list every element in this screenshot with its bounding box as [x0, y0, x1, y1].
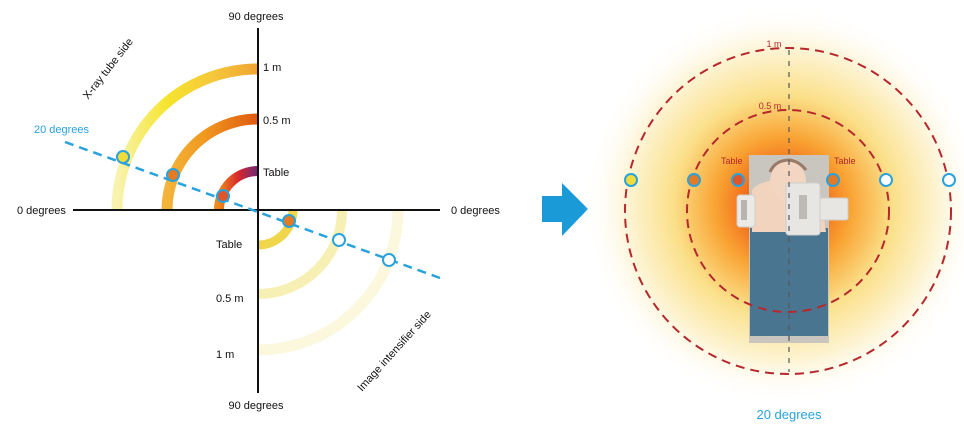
- patient-hair: [768, 158, 808, 173]
- marker-left-table: [731, 173, 745, 187]
- arc-1m-upper: [111, 63, 259, 211]
- label-upper-1m: 1 m: [263, 62, 281, 74]
- arrow-right-icon: [542, 183, 588, 236]
- arc-05m-lower: [257, 209, 347, 299]
- label-table-right: Table: [834, 156, 856, 166]
- xray-tube-detail: [741, 200, 747, 220]
- marker-right-1m: [942, 173, 956, 187]
- label-ring-1m: 1 m: [766, 39, 781, 49]
- ii-arm: [819, 197, 849, 221]
- label-bottom-angle: 90 degrees: [228, 400, 284, 412]
- ring-05m: [686, 109, 890, 313]
- marker-tube-table: [216, 189, 230, 203]
- ii-panel: [799, 195, 807, 219]
- marker-left-05m: [687, 173, 701, 187]
- caption-20-degrees: 20 degrees: [756, 407, 822, 422]
- marker-tube-05m: [166, 168, 180, 182]
- label-tube-side: X-ray tube side: [81, 36, 136, 102]
- label-right-angle: 0 degrees: [451, 205, 500, 217]
- marker-ii-table: [282, 214, 296, 228]
- marker-ii-1m: [382, 253, 396, 267]
- marker-left-1m: [624, 173, 638, 187]
- label-ring-05m: 0.5 m: [759, 101, 782, 111]
- arc-table-upper: [214, 166, 259, 211]
- arc-05m-upper: [161, 113, 259, 211]
- label-lower-1m: 1 m: [216, 349, 234, 361]
- right-diagram: 1 m 0.5 m Table Table 20 degrees: [583, 5, 964, 422]
- marker-right-05m: [879, 173, 893, 187]
- label-lower-table: Table: [216, 239, 242, 251]
- marker-tube-1m: [116, 150, 130, 164]
- left-diagram: 90 degrees 90 degrees 0 degrees 0 degree…: [17, 11, 500, 412]
- label-left-angle: 0 degrees: [17, 205, 66, 217]
- label-intensifier-side: Image intensifier side: [355, 309, 433, 394]
- arc-1m-lower: [257, 209, 404, 356]
- marker-right-table: [826, 173, 840, 187]
- marker-ii-05m: [332, 233, 346, 247]
- label-upper-05m: 0.5 m: [263, 115, 291, 127]
- label-lower-05m: 0.5 m: [216, 293, 244, 305]
- label-table-left: Table: [721, 156, 743, 166]
- angle-20-line: [64, 140, 441, 280]
- label-upper-table: Table: [263, 167, 289, 179]
- label-top-angle: 90 degrees: [228, 11, 284, 23]
- label-20-degrees: 20 degrees: [34, 124, 90, 136]
- ring-1m: [624, 47, 952, 375]
